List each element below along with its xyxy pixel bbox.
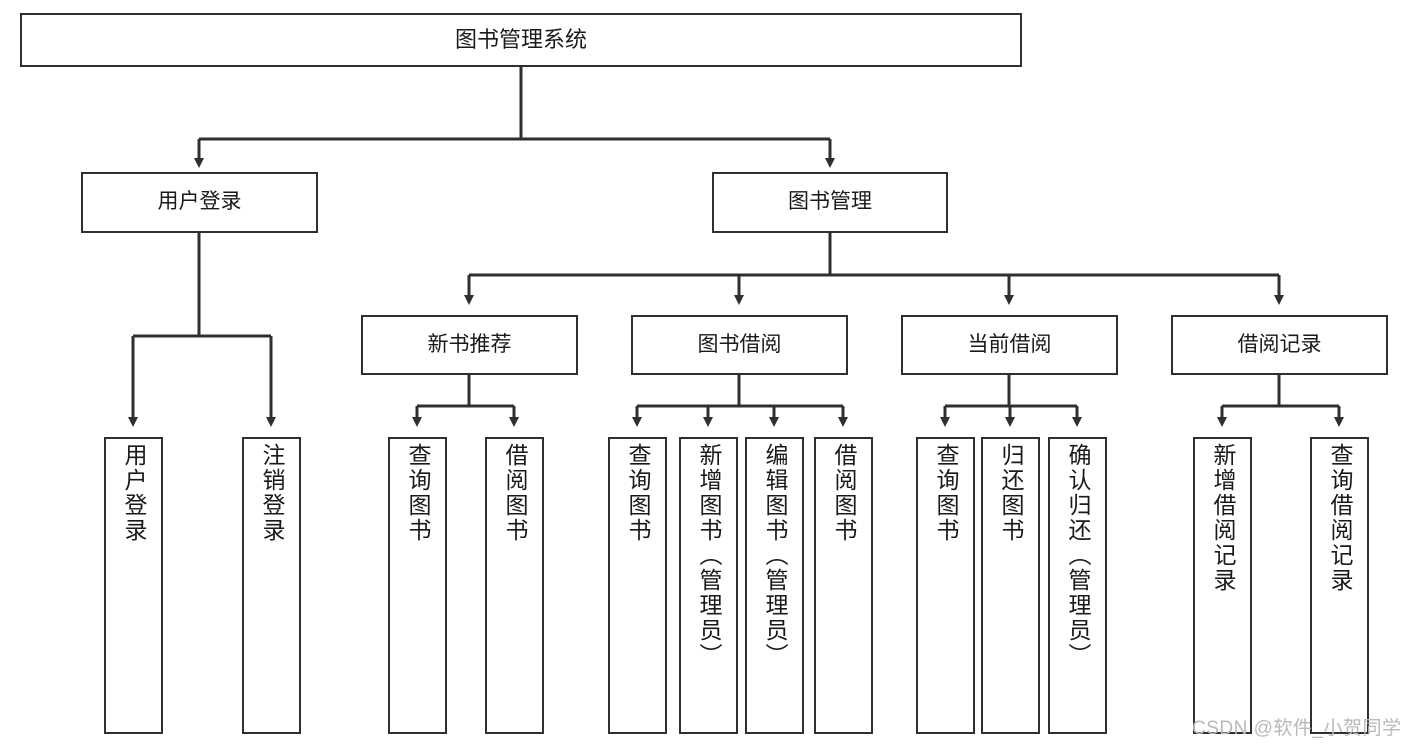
leaf-borrow-query-book-label: 查询图书 xyxy=(625,443,651,543)
leaf-borrow-edit-book[interactable]: 编辑图书（管理员） xyxy=(745,437,804,734)
node-new-book-recommend-label: 新书推荐 xyxy=(427,332,512,356)
leaf-current-query-book[interactable]: 查询图书 xyxy=(916,437,975,734)
leaf-current-confirm-return-label: 确认归还（管理员） xyxy=(1065,443,1091,668)
csdn-watermark: CSDN @软件_小贺同学 xyxy=(1192,718,1402,739)
leaf-record-query[interactable]: 查询借阅记录 xyxy=(1310,437,1369,734)
node-book-borrow[interactable]: 图书借阅 xyxy=(631,315,848,375)
leaf-record-add-label: 新增借阅记录 xyxy=(1210,443,1236,593)
leaf-borrow-edit-book-label: 编辑图书（管理员） xyxy=(762,443,788,668)
node-borrow-record[interactable]: 借阅记录 xyxy=(1171,315,1388,375)
node-new-book-recommend[interactable]: 新书推荐 xyxy=(361,315,578,375)
leaf-record-add[interactable]: 新增借阅记录 xyxy=(1193,437,1252,734)
leaf-newbook-borrow-book[interactable]: 借阅图书 xyxy=(485,437,544,734)
node-current-borrow[interactable]: 当前借阅 xyxy=(901,315,1118,375)
leaf-current-query-book-label: 查询图书 xyxy=(933,443,959,543)
leaf-record-query-label: 查询借阅记录 xyxy=(1327,443,1353,593)
leaf-current-return-book-label: 归还图书 xyxy=(998,443,1024,543)
leaf-user-login-label: 用户登录 xyxy=(121,443,147,543)
node-borrow-record-label: 借阅记录 xyxy=(1237,332,1322,356)
leaf-borrow-add-book-label: 新增图书（管理员） xyxy=(696,443,722,668)
leaf-newbook-query-book-label: 查询图书 xyxy=(405,443,431,543)
node-user-login-label: 用户登录 xyxy=(157,190,242,214)
node-user-login[interactable]: 用户登录 xyxy=(81,172,318,233)
node-current-borrow-label: 当前借阅 xyxy=(967,332,1052,356)
leaf-newbook-query-book[interactable]: 查询图书 xyxy=(388,437,447,734)
node-root-label: 图书管理系统 xyxy=(454,27,587,53)
node-root[interactable]: 图书管理系统 xyxy=(20,13,1022,67)
node-book-management-label: 图书管理 xyxy=(788,190,872,214)
node-book-management[interactable]: 图书管理 xyxy=(712,172,948,233)
leaf-borrow-borrow-book[interactable]: 借阅图书 xyxy=(814,437,873,734)
leaf-current-return-book[interactable]: 归还图书 xyxy=(981,437,1040,734)
node-book-borrow-label: 图书借阅 xyxy=(697,332,782,356)
leaf-borrow-add-book[interactable]: 新增图书（管理员） xyxy=(679,437,738,734)
leaf-user-login[interactable]: 用户登录 xyxy=(104,437,163,734)
leaf-user-logout[interactable]: 注销登录 xyxy=(242,437,301,734)
leaf-newbook-borrow-book-label: 借阅图书 xyxy=(502,443,528,543)
leaf-borrow-borrow-book-label: 借阅图书 xyxy=(831,443,857,543)
leaf-borrow-query-book[interactable]: 查询图书 xyxy=(608,437,667,734)
leaf-user-logout-label: 注销登录 xyxy=(259,443,285,543)
leaf-current-confirm-return[interactable]: 确认归还（管理员） xyxy=(1048,437,1107,734)
